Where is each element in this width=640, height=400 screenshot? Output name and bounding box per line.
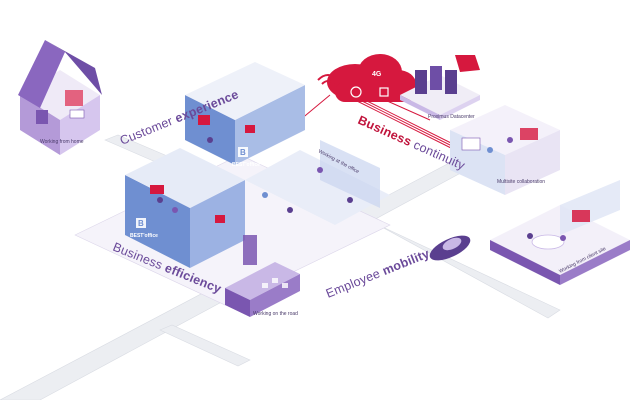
office-building xyxy=(74,62,391,306)
logo-office-2: office xyxy=(145,233,159,239)
logo-office: office xyxy=(247,162,261,168)
business-word-red: Business xyxy=(356,113,414,149)
bus xyxy=(225,262,300,317)
collab-label: Multisite collaboration xyxy=(497,179,545,185)
cloud-4g-label: 4G xyxy=(372,71,382,78)
svg-text:BEST'office: BEST'office xyxy=(232,162,260,168)
collab-room xyxy=(450,105,560,195)
road-label: Working on the road xyxy=(253,311,298,317)
home-label: Working from home xyxy=(40,139,84,145)
datacenter xyxy=(400,66,480,120)
employee-word: Employee xyxy=(324,266,382,300)
datacenter-label: Proximus Datacenter xyxy=(428,114,475,120)
logo-best-2: BEST xyxy=(130,233,143,239)
logo-best: BEST xyxy=(232,162,245,168)
customer-word: Customer xyxy=(118,114,175,148)
mobility-word: mobility xyxy=(380,246,431,278)
best-office-logo-bottom: B BEST'office xyxy=(130,218,158,239)
cloud: 4G xyxy=(317,54,480,102)
sync-icon xyxy=(350,86,362,98)
road-bottom xyxy=(159,324,251,367)
house xyxy=(18,40,102,155)
svg-text:BEST'office: BEST'office xyxy=(130,233,158,239)
svg-text:B: B xyxy=(240,148,246,157)
client-site xyxy=(490,180,630,285)
small-cloud xyxy=(455,55,480,72)
best-office-logo-top: B BEST'office xyxy=(232,147,260,168)
phone-icon xyxy=(379,87,389,97)
cloud-links xyxy=(299,94,466,151)
employee-mobility-label: Employee mobility xyxy=(324,246,432,300)
wifi-icon xyxy=(317,74,339,81)
svg-text:B: B xyxy=(138,219,144,228)
car xyxy=(429,235,471,261)
